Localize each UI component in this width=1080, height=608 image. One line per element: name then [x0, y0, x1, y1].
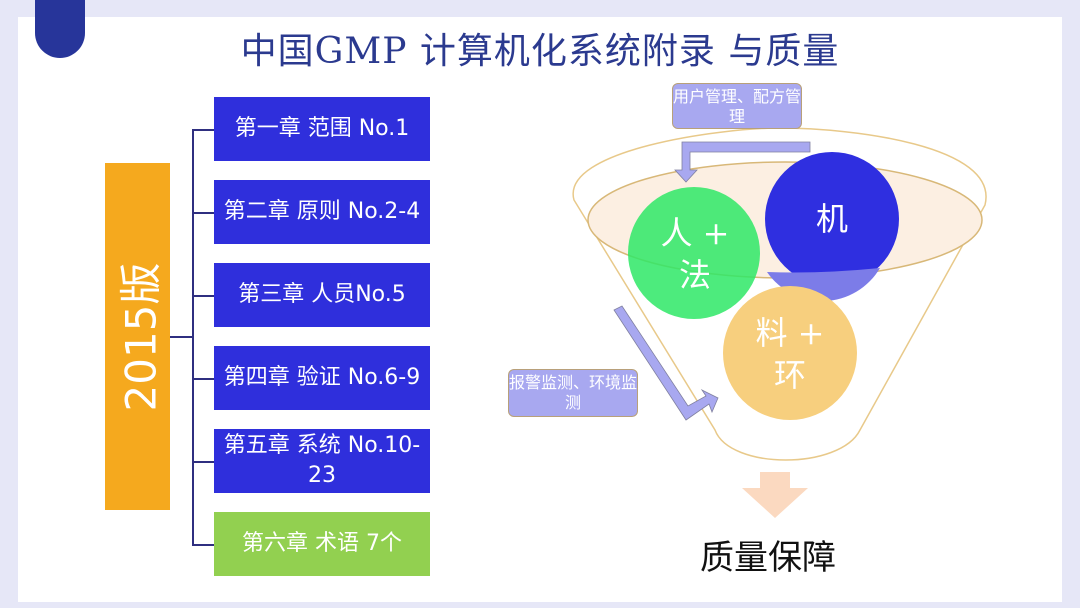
connector-line: [192, 378, 214, 380]
arrow-down: [674, 141, 811, 183]
connector-line: [192, 212, 214, 214]
chapter-box: 第二章 原则 No.2-4: [214, 180, 430, 244]
bracket-line: [192, 129, 194, 544]
circle-material-env: [723, 286, 857, 420]
circle-machine: [765, 152, 899, 286]
connector-line: [170, 336, 192, 338]
chapter-box: 第三章 人员No.5: [214, 263, 430, 327]
decorative-tab: [35, 0, 85, 58]
circle-label-machine: 机: [815, 200, 848, 238]
output-arrow: [742, 472, 808, 518]
quality-assurance-label: 质量保障: [700, 538, 836, 578]
chapter-box: 第一章 范围 No.1: [214, 97, 430, 161]
circle-people-method: [628, 187, 760, 319]
connector-line: [192, 295, 214, 297]
chapter-box: 第六章 术语 7个: [214, 512, 430, 576]
callout-alarm-env: 报警监测、环境监测: [508, 369, 638, 417]
circle-label-people-method: 人 + 法: [660, 214, 730, 294]
version-bar: 2015版: [105, 163, 170, 510]
arrow-right: [613, 305, 719, 421]
callout-user-recipe: 用户管理、配方管理: [672, 83, 802, 129]
chapter-box: 第四章 验证 No.6-9: [214, 346, 430, 410]
page-title: 中国GMP 计算机化系统附录 与质量: [240, 31, 840, 72]
connector-line: [192, 129, 214, 131]
circle-label-material-env: 料 + 环: [755, 314, 825, 394]
connector-line: [192, 544, 214, 546]
connector-line: [192, 461, 214, 463]
chapter-box: 第五章 系统 No.10-23: [214, 429, 430, 493]
